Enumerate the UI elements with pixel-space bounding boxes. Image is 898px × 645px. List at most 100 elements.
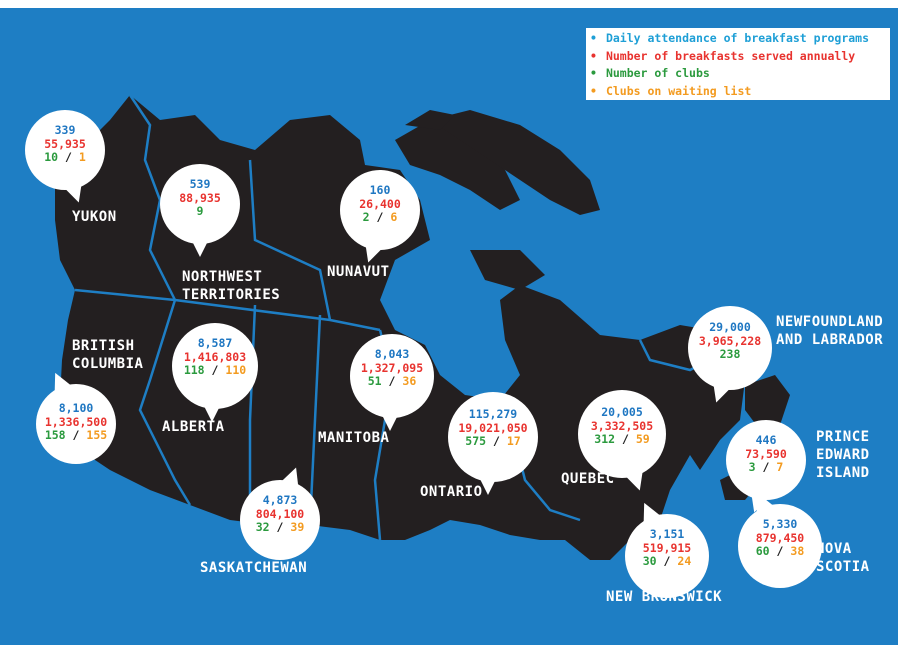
clubs-value: 10 (44, 150, 59, 164)
clubs-value: 30 (642, 554, 657, 568)
breakfasts-value: 519,915 (642, 540, 692, 555)
attendance-value: 4,873 (262, 493, 298, 507)
label-newbrunswick: NEW BRUNSWICK (606, 589, 723, 605)
clubs-value: 9 (196, 204, 204, 218)
bubble-nwt: 539 88,935 9 (160, 164, 240, 257)
bubble-pei: 446 73,590 3 / 7 (726, 420, 806, 500)
breakfasts-value: 3,332,505 (590, 418, 654, 433)
legend-label: Daily attendance of breakfast programs (605, 31, 870, 45)
attendance-value: 446 (755, 433, 777, 447)
waiting-value: 155 (86, 428, 108, 442)
label-newfoundland: NEWFOUNDLAND AND LABRADOR (776, 314, 884, 348)
island-south (470, 250, 545, 290)
attendance-value: 3,151 (649, 527, 685, 541)
separator: / (615, 432, 636, 446)
separator: / (269, 520, 291, 534)
bullet-icon: • (590, 66, 597, 80)
label-yukon: YUKON (72, 209, 117, 225)
label-manitoba: MANITOBA (318, 430, 390, 446)
nwt-nunavut-border (248, 159, 332, 321)
bubble-quebec: 20,005 3,332,505 312 / 59 (578, 390, 666, 478)
label-ontario: ONTARIO (420, 484, 483, 500)
bubble-newbrunswick: 3,151 519,915 30 / 24 (625, 514, 709, 598)
attendance-value: 8,043 (374, 347, 410, 361)
waiting-value: 17 (506, 434, 521, 448)
bubble-nunavut: 160 26,400 2 / 6 (340, 170, 420, 250)
label-alberta: ALBERTA (162, 419, 225, 435)
waiting-value: 6 (390, 210, 398, 224)
waiting-value: 7 (776, 460, 784, 474)
label-quebec: QUEBEC (561, 471, 615, 487)
clubs-value: 60 (755, 544, 770, 558)
breakfasts-value: 879,450 (755, 530, 805, 545)
bullet-icon: • (590, 31, 597, 45)
waiting-value: 110 (225, 363, 247, 377)
bubble-saskatchewan: 4,873 804,100 32 / 39 (240, 480, 320, 560)
separator: / (755, 460, 777, 474)
separator: / (369, 210, 391, 224)
label-bc: BRITISH COLUMBIA (72, 338, 144, 372)
breakfasts-value: 55,935 (44, 136, 86, 151)
breakfasts-value: 73,590 (745, 446, 787, 461)
attendance-value: 5,330 (762, 517, 798, 531)
60th-parallel-border (74, 288, 381, 332)
clubs-value: 118 (183, 363, 205, 377)
clubs-value: 238 (719, 347, 741, 361)
bullet-icon: • (590, 48, 597, 63)
legend-item-breakfasts: • Number of breakfasts served annually (590, 48, 886, 66)
waiting-value: 36 (402, 374, 417, 388)
bubble-manitoba: 8,043 1,327,095 51 / 36 (350, 334, 434, 431)
bubble-ontario: 115,279 19,021,050 575 / 17 (448, 392, 538, 495)
mainland (55, 95, 745, 560)
label-nwt: NORTHWEST TERRITORIES (182, 269, 281, 303)
attendance-value: 8,100 (58, 401, 94, 415)
bubble-newfoundland: 29,000 3,965,228 238 (688, 306, 772, 390)
bubble-yukon: 339 55,935 10 / 1 (25, 110, 105, 190)
attendance-value: 160 (369, 183, 391, 197)
attendance-value: 8,587 (197, 336, 233, 350)
legend-label: Number of breakfasts served annually (605, 48, 856, 63)
separator: / (204, 363, 226, 377)
label-nunavut: NUNAVUT (327, 264, 390, 280)
attendance-value: 29,000 (709, 320, 751, 334)
breakfasts-value: 1,416,803 (183, 349, 247, 364)
bubble-alberta: 8,587 1,416,803 118 / 110 (172, 323, 258, 422)
label-pei: PRINCE EDWARD ISLAND (816, 429, 870, 481)
waiting-value: 24 (677, 554, 692, 568)
waiting-value: 59 (635, 432, 650, 446)
separator: / (65, 428, 87, 442)
top-band (0, 0, 898, 8)
breakfasts-value: 804,100 (255, 506, 305, 521)
bubble-novascotia: 5,330 879,450 60 / 38 (738, 504, 822, 588)
baffin-island (430, 110, 600, 215)
legend-item-attendance: • Daily attendance of breakfast programs (590, 30, 886, 48)
breakfasts-value: 88,935 (179, 190, 221, 205)
separator: / (656, 554, 678, 568)
separator: / (486, 434, 507, 448)
legend-label: Clubs on waiting list (605, 83, 752, 98)
breakfasts-value: 26,400 (359, 196, 401, 211)
alberta-sask-border (248, 304, 257, 520)
separator: / (58, 150, 79, 164)
sask-manitoba-border (308, 314, 322, 526)
separator: / (769, 544, 791, 558)
clubs-value: 3 (748, 460, 756, 474)
label-saskatchewan: SASKATCHEWAN (200, 560, 308, 576)
waiting-value: 39 (290, 520, 305, 534)
clubs-value: 158 (44, 428, 66, 442)
legend-item-clubs: • Number of clubs (590, 65, 886, 83)
clubs-value: 575 (465, 434, 487, 448)
arctic-islands (395, 120, 520, 210)
attendance-value: 539 (189, 177, 211, 191)
attendance-value: 115,279 (468, 407, 518, 421)
legend-item-waiting: • Clubs on waiting list (590, 83, 886, 101)
attendance-value: 339 (54, 123, 76, 137)
clubs-value: 32 (255, 520, 270, 534)
separator: / (381, 374, 403, 388)
breakfasts-value: 1,327,095 (360, 360, 424, 375)
bullet-icon: • (590, 83, 597, 98)
land-masses (40, 95, 790, 560)
label-novascotia: NOVA SCOTIA (816, 541, 870, 575)
breakfasts-value: 19,021,050 (458, 420, 528, 435)
bc-alberta-border (138, 299, 192, 506)
